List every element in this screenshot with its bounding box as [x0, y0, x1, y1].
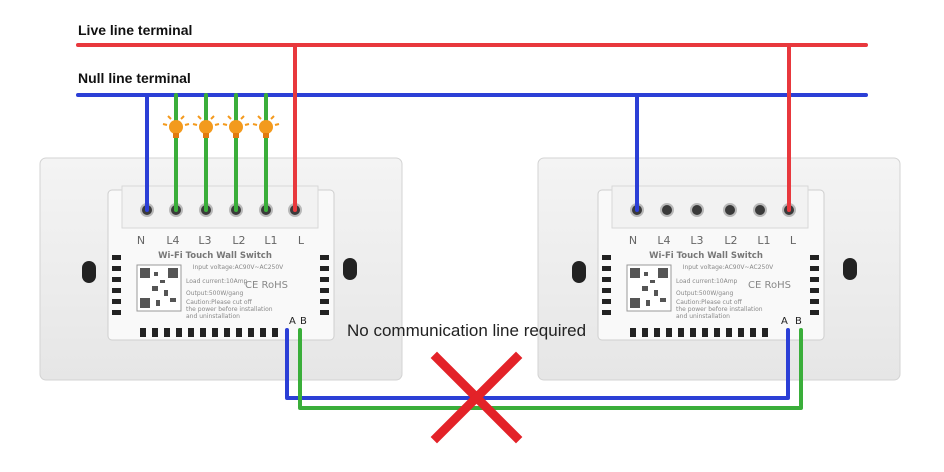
- switch-voltage: Input voltage:AC90V~AC250V: [193, 264, 284, 271]
- switch-current: Load current:10Amp: [676, 278, 738, 285]
- terminal-screw: [753, 203, 767, 217]
- left-mount-hole: [82, 261, 96, 283]
- switch-voltage: Input voltage:AC90V~AC250V: [683, 264, 774, 271]
- terminal-screw: [690, 203, 704, 217]
- switch-caution: and uninstallation: [676, 313, 730, 320]
- terminal-label: L3: [690, 234, 703, 247]
- switch-caution: and uninstallation: [186, 313, 240, 320]
- port-label-a: A: [781, 316, 788, 327]
- switch-output: Output:500W/gang: [676, 290, 734, 297]
- light-bulb-icon: [252, 115, 280, 138]
- terminal-label: L2: [232, 234, 245, 247]
- no-comm-line-note: No communication line required: [347, 321, 587, 340]
- terminal-screw: [660, 203, 674, 217]
- switch-cert: CE RoHS: [245, 280, 288, 291]
- terminal-label: N: [629, 234, 637, 247]
- left-vent-slots: [112, 255, 329, 337]
- wires: [76, 43, 868, 410]
- switch-current: Load current:10Amp: [186, 278, 248, 285]
- right-mount-hole: [843, 258, 857, 280]
- terminal-label: L2: [724, 234, 737, 247]
- right-terminal-labels: N L4 L3 L2 L1 L: [629, 234, 797, 247]
- null-line-label: Null line terminal: [78, 70, 191, 86]
- terminal-label: L1: [264, 234, 277, 247]
- terminal-label: L4: [166, 234, 179, 247]
- light-bulb-icon: [192, 115, 220, 138]
- live-line-label: Live line terminal: [78, 22, 193, 38]
- light-bulb-icon: [162, 115, 190, 138]
- right-switch: N L4 L3 L2 L1 L Wi-Fi Touch Wall Switch …: [537, 157, 901, 381]
- cross-mark-icon: [430, 351, 523, 444]
- terminal-label: L3: [198, 234, 211, 247]
- terminal-label: L4: [657, 234, 670, 247]
- switch-caution: Caution:Please cut off: [676, 299, 743, 306]
- left-terminal-block: [121, 185, 319, 229]
- comm-wire-b: [298, 328, 803, 410]
- switch-caution: Caution:Please cut off: [186, 299, 253, 306]
- light-bulb-icon: [222, 115, 250, 138]
- right-qr-pattern: [630, 268, 668, 308]
- terminal-label: L1: [757, 234, 770, 247]
- right-terminal-block: [611, 185, 809, 229]
- switch-title: Wi-Fi Touch Wall Switch: [649, 251, 763, 261]
- switch-output: Output:500W/gang: [186, 290, 244, 297]
- port-label-a: A: [289, 316, 296, 327]
- switch-caution: the power before installation: [186, 306, 273, 313]
- port-label-b: B: [795, 316, 802, 327]
- terminal-label: L: [790, 234, 797, 247]
- terminal-label: N: [137, 234, 145, 247]
- switch-caution: the power before installation: [676, 306, 763, 313]
- left-mount-hole: [343, 258, 357, 280]
- terminal-screw: [723, 203, 737, 217]
- right-vent-slots: [602, 255, 819, 337]
- left-qr-pattern: [140, 268, 178, 308]
- switch-cert: CE RoHS: [748, 280, 791, 291]
- comm-wire-a: [285, 328, 790, 400]
- terminal-label: L: [298, 234, 305, 247]
- left-terminal-labels: N L4 L3 L2 L1 L: [137, 234, 305, 247]
- port-label-b: B: [300, 316, 307, 327]
- bulbs: [162, 115, 280, 138]
- switch-title: Wi-Fi Touch Wall Switch: [158, 251, 272, 261]
- right-mount-hole: [572, 261, 586, 283]
- left-switch: N L4 L3 L2 L1 L Wi-Fi Touch Wall Switch …: [39, 157, 403, 381]
